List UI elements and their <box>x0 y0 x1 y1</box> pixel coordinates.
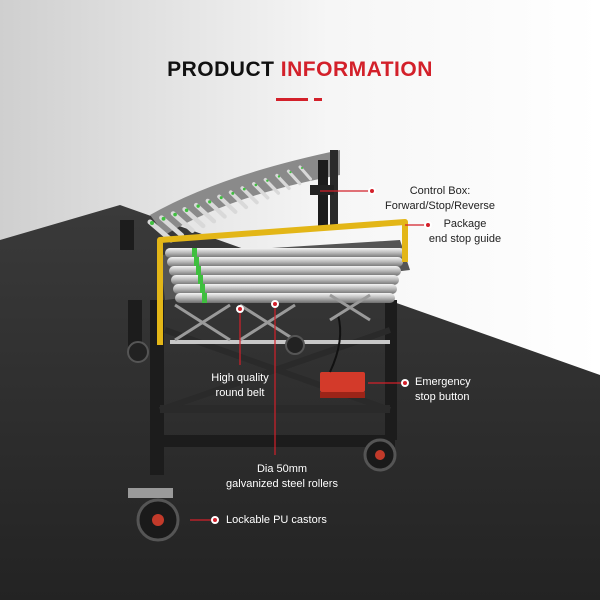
roller <box>263 177 281 195</box>
callout-emergency-line2: stop button <box>415 391 470 403</box>
belt <box>301 167 303 169</box>
callout-emergency-line1: Emergency <box>415 376 471 388</box>
castors <box>127 335 397 542</box>
control-box-post <box>310 150 338 230</box>
callout-dot-emergency <box>401 379 409 387</box>
roller <box>205 198 227 219</box>
belt <box>194 257 199 267</box>
callout-control-box-line2: Forward/Stop/Reverse <box>385 200 496 212</box>
curved-roller-section <box>147 150 340 243</box>
roller <box>286 169 302 186</box>
callout-round-belt: High quality round belt <box>200 371 280 401</box>
belt <box>200 284 205 294</box>
roller <box>170 211 195 233</box>
callout-rollers: Dia 50mm galvanized steel rollers <box>212 462 352 492</box>
callout-round-belt-line2: round belt <box>215 387 265 399</box>
roller <box>171 275 399 285</box>
belt <box>198 275 203 285</box>
roller <box>182 207 206 229</box>
title-accent-dot <box>314 98 322 101</box>
callout-round-belt-line1: High quality <box>211 372 269 384</box>
roller <box>193 202 217 224</box>
leader-lines <box>190 190 428 521</box>
callout-dot-castors <box>211 516 219 524</box>
roller <box>217 194 238 214</box>
belt <box>277 175 281 178</box>
roller <box>169 266 401 276</box>
belt <box>208 200 212 204</box>
roller <box>228 190 249 210</box>
roller <box>167 257 403 267</box>
title-word-product: PRODUCT <box>167 58 275 81</box>
callout-dot-end-stop <box>424 221 432 229</box>
roller <box>298 165 312 181</box>
callout-rollers-line2: galvanized steel rollers <box>226 478 338 490</box>
end-stop-guide <box>157 219 408 345</box>
belt <box>196 266 201 276</box>
belt <box>196 204 200 208</box>
roller <box>240 186 259 205</box>
page-title: PRODUCT INFORMATION <box>0 58 600 82</box>
belt <box>231 191 235 195</box>
callout-dot-control-box <box>368 187 376 195</box>
callout-control-box-line1: Control Box: <box>409 185 471 197</box>
callout-castors-line1: Lockable PU castors <box>226 514 327 526</box>
belt <box>184 208 189 213</box>
roller <box>252 182 270 200</box>
belt <box>173 212 177 217</box>
roller <box>159 215 185 238</box>
callout-emergency: Emergency stop button <box>415 375 475 405</box>
roller <box>165 248 405 258</box>
title-word-information: INFORMATION <box>280 58 433 81</box>
callout-control-box: Control Box: Forward/Stop/Reverse <box>385 184 495 214</box>
belt <box>242 187 246 191</box>
belt <box>219 196 223 200</box>
belt <box>289 171 292 174</box>
callout-rollers-line1: Dia 50mm <box>256 463 308 475</box>
belt <box>150 221 154 225</box>
callout-dot-rollers <box>271 300 279 308</box>
emergency-stop-button <box>320 314 365 398</box>
belt <box>266 179 269 182</box>
belt <box>192 248 197 258</box>
belt <box>161 216 166 221</box>
callout-end-stop-line1: Package <box>443 218 487 230</box>
callout-dot-round-belt <box>236 305 244 313</box>
callout-end-stop: Package end stop guide <box>420 217 510 247</box>
callout-castors: Lockable PU castors <box>226 513 366 528</box>
belt <box>254 183 258 187</box>
belt <box>202 293 207 303</box>
roller <box>275 173 291 191</box>
roller-bed <box>160 240 410 342</box>
title-accent-bar <box>276 98 308 101</box>
callout-end-stop-line2: end stop guide <box>428 233 502 245</box>
roller <box>173 284 397 294</box>
